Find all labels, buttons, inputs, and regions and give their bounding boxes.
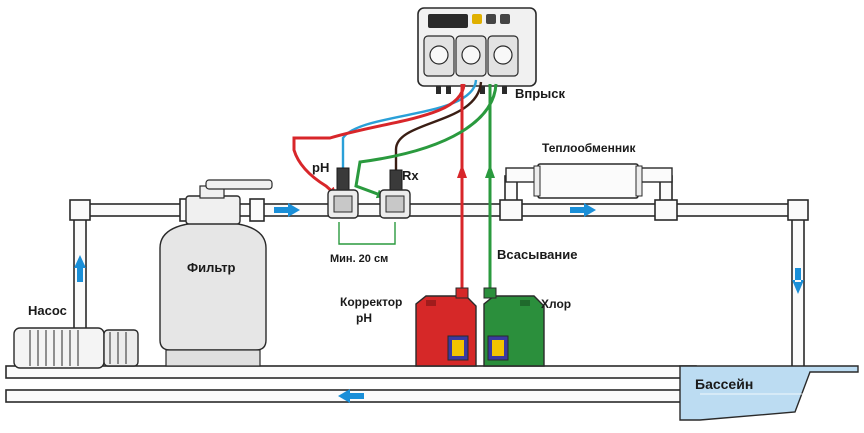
pool-label: Бассейн: [695, 376, 753, 392]
pool: Бассейн: [679, 365, 859, 421]
ph-probe: [327, 167, 359, 219]
pipe-joint: [654, 199, 678, 221]
ph-injection-line: [292, 83, 466, 196]
flow-arrow-icon: [74, 255, 86, 282]
filter-label: Фильтр: [187, 260, 236, 275]
pump-motor: [103, 329, 139, 367]
filter: Фильтр: [159, 179, 273, 367]
pool-basin-icon: [679, 365, 859, 421]
heat-exchanger: Теплообменник: [505, 141, 673, 199]
flow-arrows: [74, 203, 804, 403]
flow-arrow-icon: [570, 203, 596, 217]
ph-suction-arrow: [457, 164, 467, 178]
ph-sensor-cable: [341, 79, 478, 170]
filter-tank-icon: [159, 221, 267, 351]
ph-probe-label: pH: [312, 160, 329, 175]
flow-arrow-icon: [274, 203, 300, 217]
ph-corrector-label-line2: pH: [356, 311, 372, 325]
flow-arrow-icon: [338, 389, 364, 403]
pump-icon: [13, 327, 105, 369]
distance-bracket: [338, 222, 396, 245]
probe-icon: [389, 169, 403, 191]
chlorine-injection-line: [354, 83, 498, 199]
pump-label: Насос: [28, 303, 67, 318]
pipe-joint: [69, 199, 91, 221]
controller-display: [428, 14, 468, 28]
valve-handle: [205, 179, 273, 190]
heat-exchanger-icon: [537, 163, 639, 199]
rx-probe-label: Rx: [402, 168, 419, 183]
suction-label: Всасывание: [497, 247, 577, 262]
injection-label: Впрыск: [515, 86, 566, 101]
heat-exchanger-label: Теплообменник: [542, 141, 636, 155]
chlorine-canister: [483, 287, 545, 367]
ph-corrector-label-line1: Корректор: [340, 295, 402, 309]
ph-canister: [415, 287, 477, 367]
flow-arrow-icon: [792, 268, 804, 294]
dosing-controller: [417, 7, 537, 94]
rx-probe: [379, 169, 411, 219]
filter-base: [165, 349, 261, 367]
filter-valve: [185, 195, 241, 225]
pump: Насос: [13, 303, 139, 369]
pipe-coupler: [249, 198, 265, 222]
chlorine-label: Хлор: [541, 297, 571, 311]
pipe-joint: [787, 199, 809, 221]
chlorine-suction-arrow: [485, 164, 495, 178]
probe-icon: [336, 167, 350, 191]
pipe-joint: [499, 199, 523, 221]
base-pipe: [5, 365, 697, 379]
rx-sensor-cable: [394, 81, 483, 172]
min-distance-label: Мин. 20 см: [330, 253, 388, 265]
